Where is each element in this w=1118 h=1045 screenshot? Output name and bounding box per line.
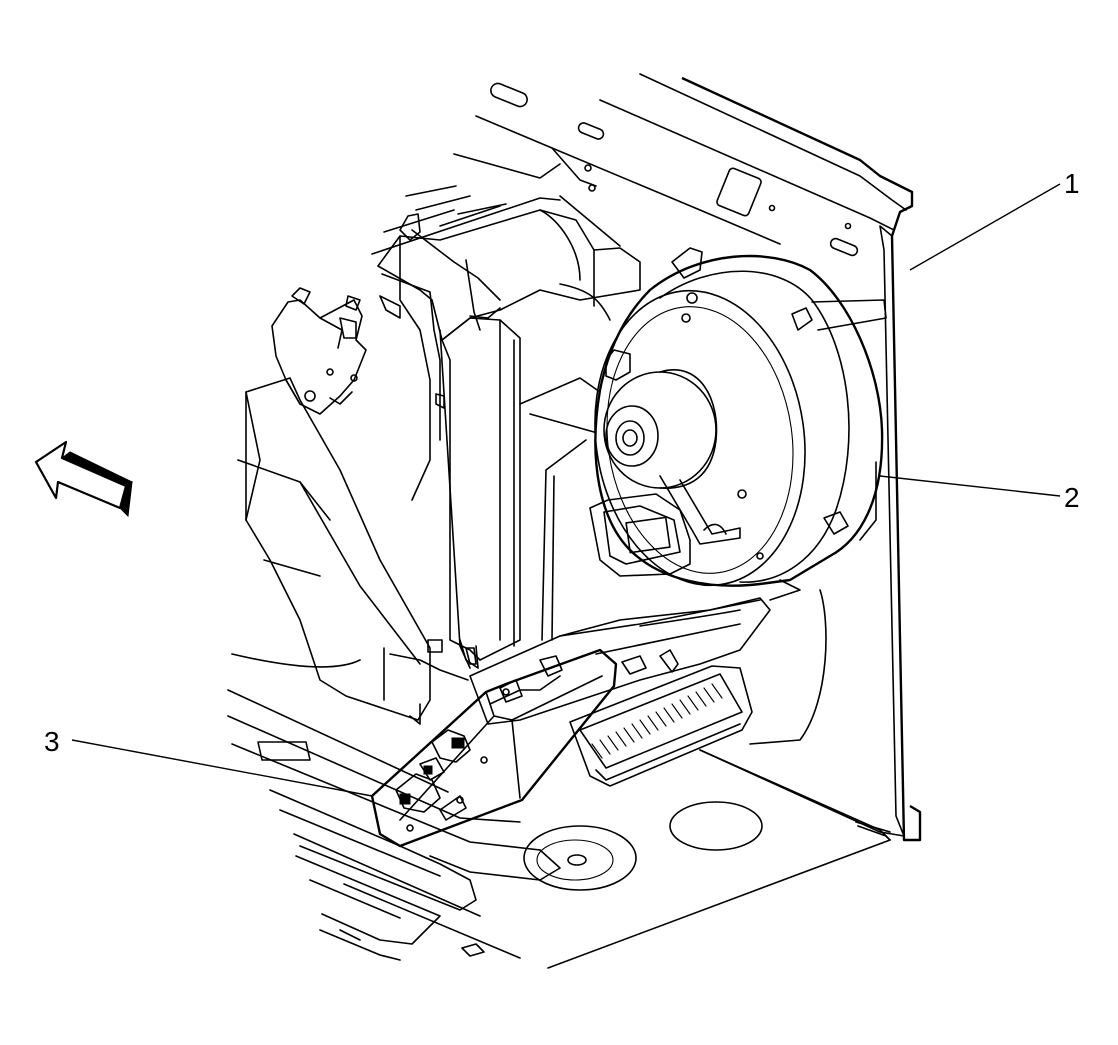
callout-label-1: 1: [1064, 168, 1080, 199]
forward-arrow-icon: [34, 440, 134, 518]
mode-actuator: [271, 287, 367, 415]
blower-motor-assembly: [589, 247, 887, 601]
callout-label-2: 2: [1064, 482, 1080, 513]
hvac-module-housing: [227, 73, 922, 969]
left-air-duct: [237, 185, 641, 725]
callout-label-3: 3: [44, 726, 60, 757]
leader-lines: [71, 183, 1061, 797]
blower-motor-control-module: [370, 597, 771, 848]
